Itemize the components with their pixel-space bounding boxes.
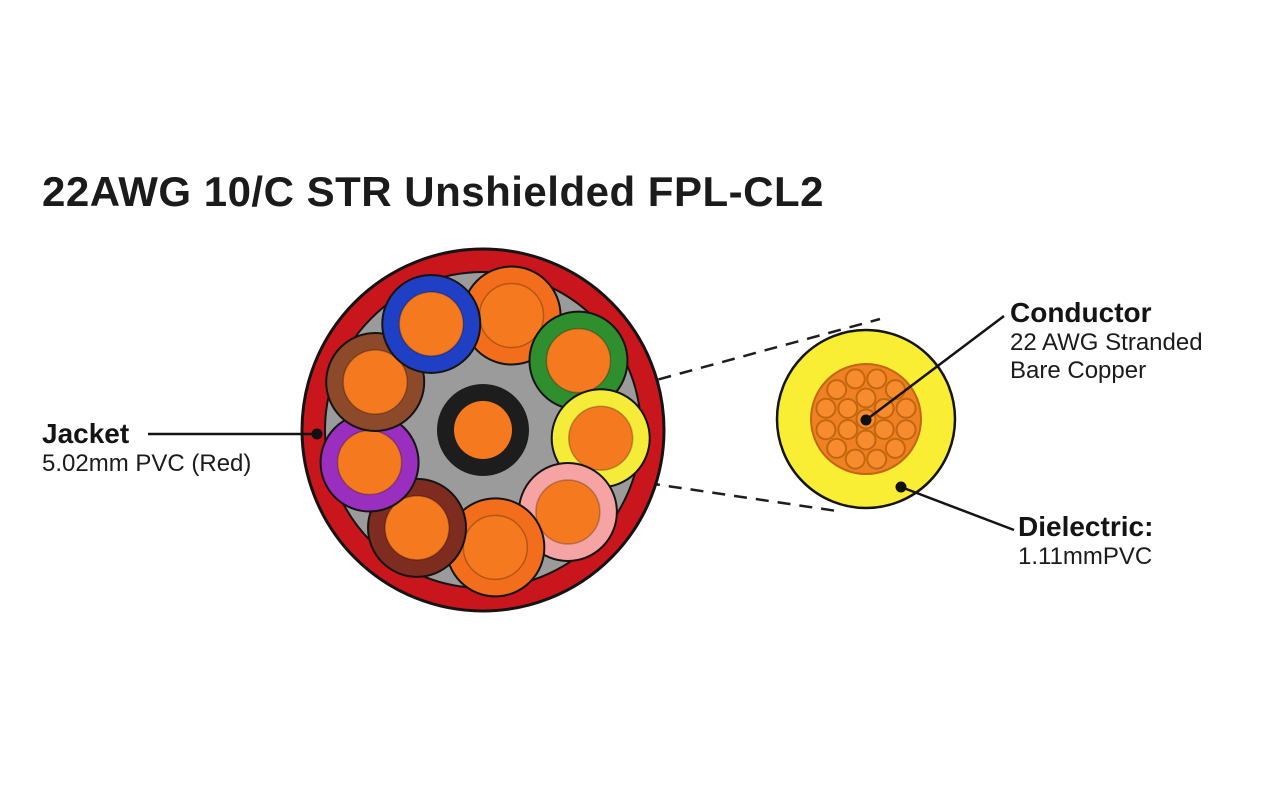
conductor-copper: [342, 349, 408, 415]
copper-strand: [815, 397, 837, 419]
zoom-dash-bottom: [646, 481, 838, 513]
conductor-copper: [567, 405, 634, 471]
jacket-label: Jacket 5.02mm PVC (Red): [42, 418, 252, 478]
copper-strand: [866, 448, 888, 470]
conductor-label-desc-line2: Bare Copper: [1010, 357, 1147, 385]
copper-strand: [855, 429, 877, 451]
copper-strand: [826, 437, 848, 459]
copper-strand: [895, 419, 917, 441]
jacket-label-desc: 5.02mm PVC (Red): [42, 449, 252, 477]
copper-strand: [855, 387, 877, 409]
copper-strands: [815, 368, 917, 470]
copper-strand: [837, 419, 859, 440]
dielectric-label-title: Dielectric:: [1018, 511, 1154, 542]
copper-strand: [815, 419, 837, 441]
dielectric-pointer-dot: [895, 481, 907, 493]
conductor-copper: [462, 514, 529, 581]
copper-strand: [884, 437, 906, 459]
conductor-copper: [398, 291, 465, 357]
copper-strand: [826, 379, 848, 401]
zoom-projection-lines: [615, 317, 881, 513]
conductor-copper: [336, 429, 403, 496]
conductor-label: Conductor 22 AWG Stranded Bare Copper: [1010, 297, 1203, 385]
center-conductor: [437, 384, 529, 476]
copper-strand: [895, 397, 917, 419]
copper-strand: [844, 368, 866, 390]
dielectric-leader-line: [900, 485, 1015, 532]
copper-strand: [884, 379, 906, 401]
conductor-label-desc-line1: 22 AWG Stranded: [1010, 328, 1203, 356]
zoom-dash-top: [615, 317, 881, 393]
conductor-copper: [545, 327, 612, 394]
page-title: 22AWG 10/C STR Unshielded FPL-CL2: [42, 168, 824, 215]
conductor-label-title: Conductor: [1010, 297, 1152, 328]
copper-strand: [866, 368, 888, 390]
conductor-copper: [535, 479, 601, 545]
copper-strand: [873, 419, 895, 440]
ring-conductors: [319, 265, 651, 598]
jacket-pointer-dot: [311, 428, 323, 440]
center-conductor-copper: [454, 401, 512, 459]
cable-cross-section: [300, 247, 666, 613]
copper-strand: [844, 448, 866, 470]
conductor-leader-line: [865, 315, 1005, 421]
copper-strand: [837, 398, 859, 419]
conductor-copper: [384, 495, 450, 561]
dielectric-label: Dielectric: 1.11mmPVC: [1018, 511, 1154, 571]
jacket-label-title: Jacket: [42, 418, 130, 449]
leader-lines: [148, 315, 1015, 532]
dielectric-label-desc: 1.11mmPVC: [1018, 542, 1153, 570]
